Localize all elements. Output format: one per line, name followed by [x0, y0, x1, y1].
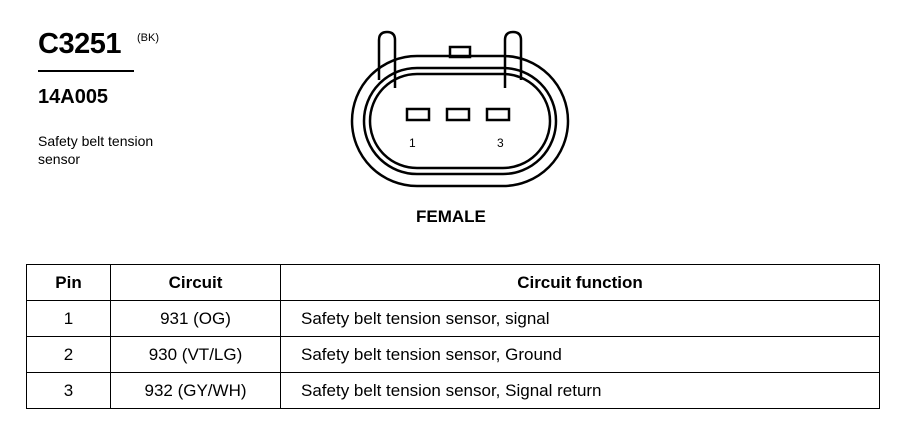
part-number: 14A005 [38, 86, 109, 108]
inner-face-rim [368, 72, 552, 170]
table-row: 2 930 (VT/LG) Safety belt tension sensor… [26, 336, 880, 373]
pin-label-3: 3 [497, 136, 504, 150]
circuit: 931 (OG) [110, 300, 281, 337]
color-code: (BK) [137, 32, 159, 44]
header-pin: Pin [26, 264, 111, 301]
gender-label: FEMALE [416, 207, 486, 226]
inner-face [362, 66, 558, 176]
circuit: 930 (VT/LG) [110, 336, 281, 373]
connector-face-drawing [350, 30, 570, 188]
table-header-row: Pin Circuit Circuit function [26, 264, 880, 301]
outer-housing [350, 54, 570, 188]
circuit-function: Safety belt tension sensor, signal [280, 300, 880, 337]
pin-number: 2 [26, 336, 111, 373]
terminal-cavity-2 [445, 107, 471, 122]
pin-number: 1 [26, 300, 111, 337]
connector-description: Safety belt tension sensor [38, 133, 154, 167]
header-circuit-function: Circuit function [280, 264, 880, 301]
pin-table: Pin Circuit Circuit function 1 931 (OG) … [26, 264, 880, 409]
table-row: 1 931 (OG) Safety belt tension sensor, s… [26, 300, 880, 337]
table-row: 3 932 (GY/WH) Safety belt tension sensor… [26, 372, 880, 409]
title-underline [38, 70, 134, 72]
header-circuit: Circuit [110, 264, 281, 301]
pin-number: 3 [26, 372, 111, 409]
connector-id: C3251 [38, 28, 121, 60]
terminal-cavity-3 [485, 107, 511, 122]
left-latch [377, 30, 397, 88]
pin-label-1: 1 [409, 136, 416, 150]
circuit-function: Safety belt tension sensor, Ground [280, 336, 880, 373]
circuit-function: Safety belt tension sensor, Signal retur… [280, 372, 880, 409]
terminal-cavity-1 [405, 107, 431, 122]
right-latch [503, 30, 523, 88]
circuit: 932 (GY/WH) [110, 372, 281, 409]
